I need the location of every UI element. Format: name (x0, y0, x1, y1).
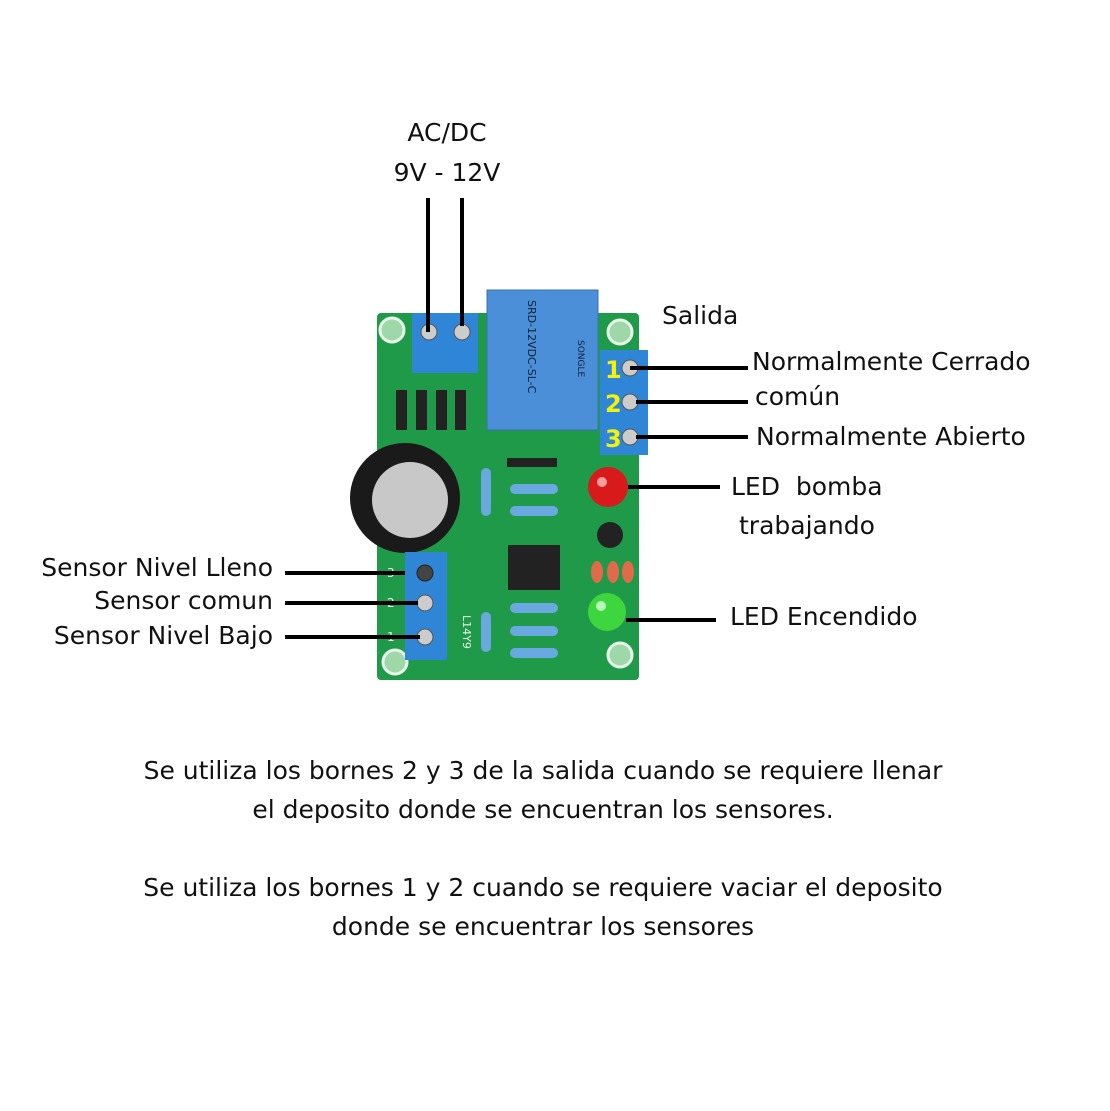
label-pump-led: LED bomba (731, 472, 883, 501)
relay (486, 289, 599, 431)
transistor (597, 522, 623, 548)
note-1-line-1: Se utiliza los bornes 2 y 3 de la salida… (143, 756, 943, 785)
screw-icon (453, 323, 471, 341)
mount-hole (606, 641, 634, 669)
mount-hole (378, 316, 406, 344)
resistors (481, 468, 558, 658)
diode (507, 458, 557, 467)
label-power-led: LED Encendido (730, 602, 918, 631)
power-terminal (412, 313, 478, 373)
relay-marking: SRD-12VDC-SL-C (525, 300, 538, 394)
note-2-line-2: donde se encuentrar los sensores (331, 912, 755, 941)
voltage-label: 9V - 12V (393, 158, 501, 187)
label-nc: Normalmente Cerrado (752, 347, 1031, 376)
pcb-marking: L14Y9 (460, 615, 473, 649)
screw-icon (621, 428, 639, 446)
mount-hole (606, 318, 634, 346)
pin-number: 2 (605, 390, 622, 418)
output-title: Salida (662, 301, 739, 330)
label-common: común (755, 382, 841, 411)
red-led (588, 467, 628, 507)
label-sensor-full: Sensor Nivel Lleno (41, 553, 273, 582)
capacitors-small (591, 561, 634, 583)
relay-brand: SONGLE (575, 340, 585, 378)
screw-icon (416, 564, 434, 582)
green-led (588, 593, 626, 631)
screw-icon (621, 393, 639, 411)
screw-icon (416, 594, 434, 612)
label-pump-led-2: trabajando (739, 511, 875, 540)
mount-hole (381, 648, 409, 676)
note-1-line-2: el deposito donde se encuentran los sens… (252, 795, 834, 824)
ic-chip (508, 545, 560, 590)
note-2-line-1: Se utiliza los bornes 1 y 2 cuando se re… (143, 873, 943, 902)
pin-number: 1 (605, 356, 622, 384)
diodes (396, 390, 466, 430)
label-no: Normalmente Abierto (756, 422, 1026, 451)
label-sensor-low: Sensor Nivel Bajo (53, 621, 273, 650)
label-sensor-common: Sensor comun (94, 586, 273, 615)
pin-number: 3 (605, 425, 622, 453)
power-label: AC/DC (407, 118, 487, 147)
leader-lines (285, 198, 748, 639)
